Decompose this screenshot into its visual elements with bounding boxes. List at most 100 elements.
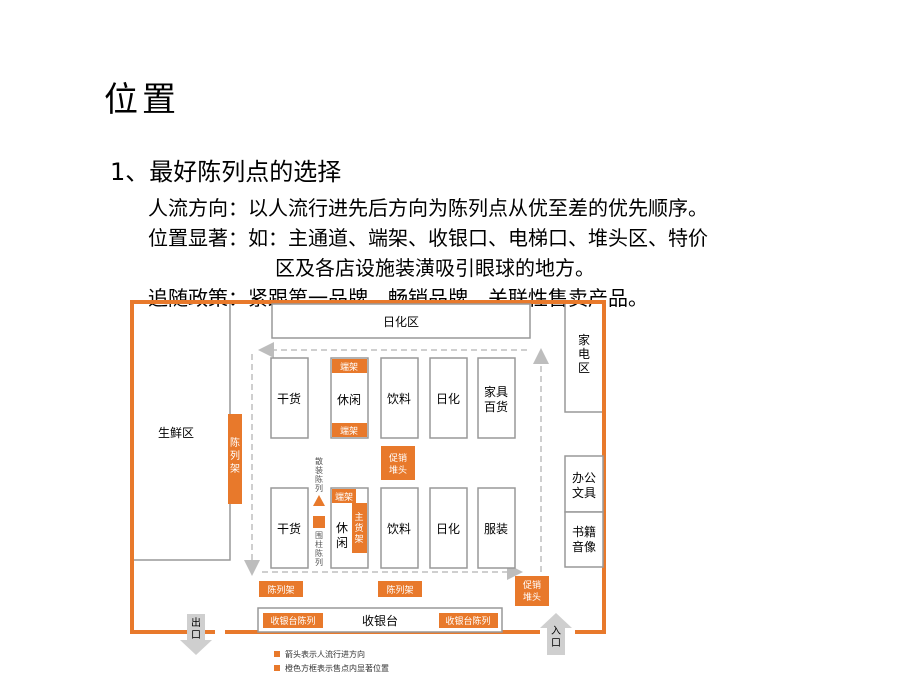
svg-text:堆头: 堆头 [389, 465, 407, 476]
display-rack-middle [378, 581, 422, 597]
svg-text:架: 架 [354, 534, 363, 545]
bulk-display-marker [313, 495, 325, 506]
end-rack-bottom [332, 489, 356, 503]
svg-text:列: 列 [230, 449, 240, 462]
store-outer-wall [130, 300, 606, 634]
svg-text:列: 列 [315, 483, 323, 493]
entrance-arrow-icon [540, 613, 572, 655]
checkout-display-left [263, 613, 323, 628]
shelf-top-drinks-label: 饮料 [387, 392, 411, 406]
svg-text:休: 休 [336, 521, 348, 535]
svg-text:音像: 音像 [572, 539, 596, 554]
svg-text:家具: 家具 [484, 384, 508, 399]
fresh-zone [134, 304, 231, 561]
shelf-bottom-snacks-label: 休闲 [336, 521, 348, 550]
svg-text:柱: 柱 [315, 539, 323, 549]
promo-pile-entrance [515, 576, 549, 606]
legend-orange-swatch [274, 665, 280, 671]
svg-text:促销: 促销 [389, 452, 407, 464]
svg-text:陈: 陈 [315, 548, 323, 558]
svg-text:出: 出 [191, 616, 201, 629]
text-line-flow: 人流方向：以人流行进先后方向为陈列点从优至差的优先顺序。 [148, 196, 708, 220]
appliance-zone [564, 304, 602, 413]
text-line-prominent: 位置显著：如：主通道、端架、收银口、电梯口、堆头区、特价 [148, 226, 708, 250]
shelf-top-dry-goods-label: 干货 [277, 391, 301, 406]
svg-text:陈: 陈 [315, 474, 323, 484]
svg-text:主: 主 [354, 511, 363, 523]
promo-pile-middle [381, 446, 415, 480]
svg-text:文具: 文具 [572, 485, 596, 500]
display-rack-middle-label: 陈列架 [386, 584, 413, 596]
svg-text:口: 口 [551, 638, 561, 649]
fresh-zone-label: 生鲜区 [158, 426, 194, 440]
svg-text:促销: 促销 [523, 579, 541, 591]
svg-text:办公: 办公 [572, 470, 596, 485]
shelf-bottom-clothing-label: 服装 [484, 522, 508, 536]
shelf-bottom-daily [429, 487, 468, 569]
shelf-bottom-daily-label: 日化 [436, 522, 460, 536]
legend-orange-text: 橙色方框表示售点内显著位置 [285, 663, 389, 673]
end-rack-top-b-label: 端架 [340, 425, 358, 437]
svg-text:电: 电 [578, 347, 590, 361]
section-heading: 1、最好陈列点的选择 [110, 158, 342, 186]
shelf-top-drinks [380, 357, 419, 439]
vertical-rack-label: 陈列架 [230, 436, 240, 475]
daily-zone [271, 303, 531, 339]
office-zone [564, 455, 604, 513]
checkout-display-right-label: 收银台陈列 [445, 615, 490, 627]
entrance-label: 入口 [551, 626, 561, 649]
svg-text:百货: 百货 [484, 399, 508, 414]
shelf-bottom-drinks [380, 487, 419, 569]
shelf-bottom-dry-goods-label: 干货 [277, 521, 301, 536]
svg-text:闲: 闲 [336, 536, 348, 550]
svg-text:家: 家 [578, 332, 590, 347]
legend-arrow-text: 箭头表示人流行进方向 [285, 649, 365, 659]
display-rack-left [259, 581, 303, 597]
svg-text:陈: 陈 [230, 436, 240, 449]
display-rack-left-label: 陈列架 [267, 584, 294, 596]
svg-text:围: 围 [315, 531, 323, 540]
checkout-display-left-label: 收银台陈列 [270, 615, 315, 627]
shelf-top-daily [429, 357, 468, 439]
legend-arrow-swatch [274, 651, 280, 657]
end-rack-top-a-label: 端架 [340, 361, 358, 373]
page-title: 位置 [104, 80, 180, 120]
end-rack-top-b [332, 423, 367, 437]
svg-text:入: 入 [551, 626, 561, 637]
shelf-bottom-drinks-label: 饮料 [387, 522, 411, 536]
daily-zone-label: 日化区 [383, 315, 419, 329]
appliance-zone-label: 家电区 [578, 332, 590, 375]
svg-text:架: 架 [230, 463, 240, 475]
checkout-label: 收银台 [362, 613, 398, 628]
checkout-display-right [439, 613, 498, 628]
shelf-bottom-clothing [477, 487, 516, 569]
svg-text:装: 装 [315, 465, 323, 475]
shelf-top-home [477, 357, 516, 439]
svg-text:堆头: 堆头 [523, 592, 541, 603]
main-rack-label: 主货架 [354, 511, 363, 545]
shelf-top-dry-goods [270, 357, 309, 439]
shelf-top-snacks-label: 休闲 [337, 393, 361, 407]
vertical-display-rack [228, 414, 242, 504]
svg-text:书籍: 书籍 [572, 524, 596, 539]
svg-text:散: 散 [315, 456, 323, 466]
text-line-prominent-cont: 区及各店设施装潢吸引眼球的地方。 [275, 256, 595, 280]
exit-label: 出口 [191, 616, 201, 641]
end-rack-bottom-label: 端架 [335, 491, 353, 503]
svg-text:列: 列 [315, 557, 323, 567]
exit-arrow-icon [180, 614, 212, 655]
svg-text:货: 货 [354, 522, 363, 534]
fence-display-marker [313, 516, 325, 528]
shelf-bottom-dry-goods [270, 487, 309, 569]
svg-text:口: 口 [191, 630, 201, 641]
main-rack [352, 503, 367, 553]
books-zone [564, 511, 604, 568]
